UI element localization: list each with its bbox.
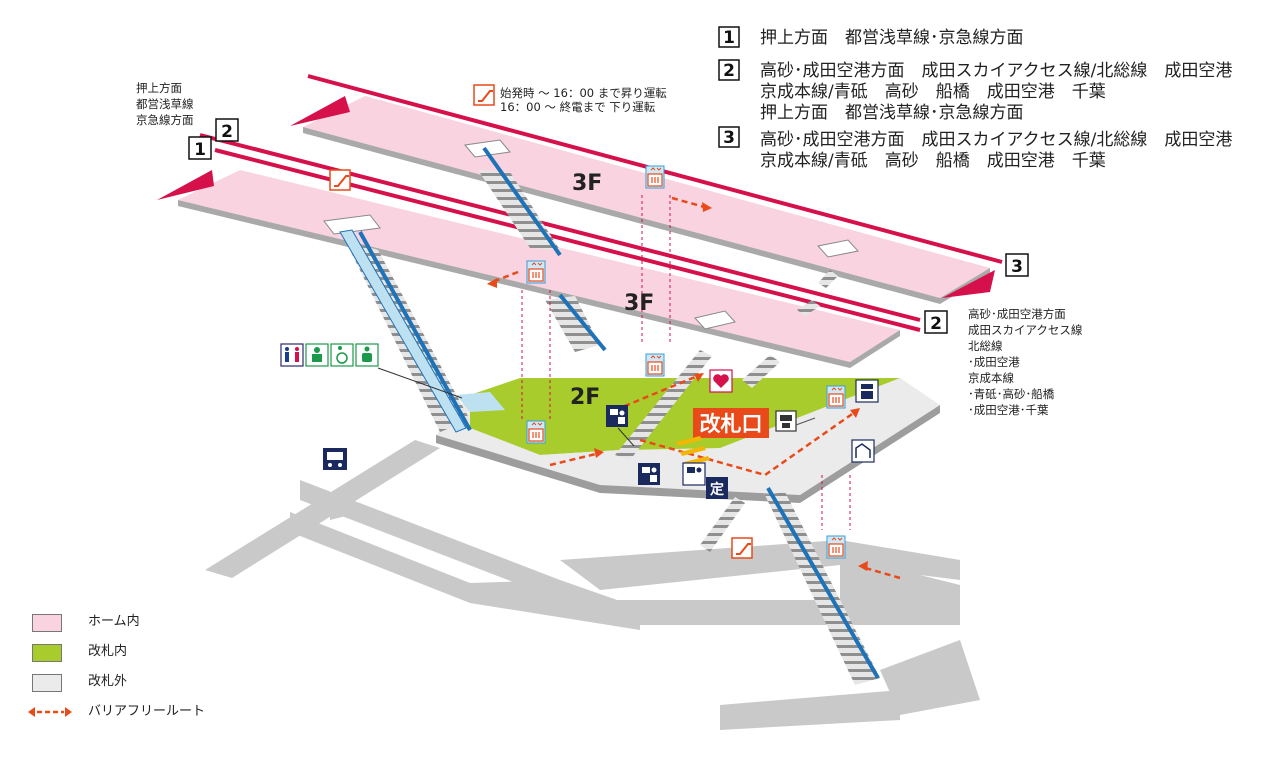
left-direction-note: 押上方面 都営浅草線 京急線方面	[136, 81, 194, 127]
fare-pointer	[617, 427, 635, 447]
direction-arrows	[157, 96, 995, 298]
legend: ホーム内 改札内 改札外 バリアフリールート	[28, 612, 268, 732]
svg-text:･青砥･高砂･船橋: ･青砥･高砂･船橋	[968, 387, 1055, 401]
right-direction-note: 高砂･成田空港方面 成田スカイアクセス線 北総線 ･成田空港 京成本線 ･青砥･…	[968, 307, 1083, 417]
wheelchair-icon	[330, 343, 354, 367]
elevator-shafts	[521, 195, 851, 530]
track-number-1-left: 1	[188, 136, 212, 160]
svg-text:･成田空港･千葉: ･成田空港･千葉	[968, 403, 1049, 417]
ticket-machine-icon	[775, 410, 797, 432]
destination-1: 1	[718, 26, 740, 48]
signboard-icon	[851, 439, 875, 463]
locker-icon	[855, 379, 879, 403]
track-number-2-left: 2	[215, 118, 239, 142]
ticket-machine-pointer	[795, 417, 816, 426]
destination-2-line-3: 押上方面 都営浅草線･京急線方面	[760, 103, 1024, 123]
svg-text:1: 1	[194, 140, 206, 160]
svg-text:京成本線: 京成本線	[968, 371, 1014, 385]
svg-text:2: 2	[723, 61, 735, 81]
svg-text:･成田空港: ･成田空港	[968, 355, 1020, 369]
svg-text:3: 3	[1011, 257, 1023, 277]
baby-icon	[305, 343, 329, 367]
toilet-icon	[280, 343, 304, 367]
svg-text:1: 1	[723, 28, 735, 48]
legend-label: 改札内	[88, 644, 128, 659]
track-number-3-right: 3	[1005, 253, 1029, 277]
legend-swatch-outside-gate	[32, 674, 62, 692]
escalator-icon	[329, 84, 753, 559]
svg-text:3: 3	[723, 128, 735, 148]
route-arrowheads	[487, 202, 868, 571]
toilet-pointer	[377, 367, 463, 399]
svg-text:定: 定	[710, 481, 724, 498]
stairs-street	[700, 486, 880, 685]
svg-text:16：00 ～ 終電まで 下り運転: 16：00 ～ 終電まで 下り運転	[500, 100, 656, 114]
legend-label: ホーム内	[88, 614, 140, 629]
svg-text:押上方面: 押上方面	[136, 81, 182, 95]
svg-text:始発時 ～ 16：00 まで昇り運転: 始発時 ～ 16：00 まで昇り運転	[500, 86, 667, 100]
stairs-left	[339, 229, 472, 433]
legend-swatch-platform	[32, 614, 62, 632]
ground-walkways	[205, 440, 980, 730]
legend-label: 改札外	[88, 674, 128, 689]
destination-2: 2	[718, 59, 740, 81]
concourse-2f	[436, 378, 940, 503]
legend-item-route: バリアフリールート	[28, 702, 268, 732]
destination-3-line-1: 高砂･成田空港方面 成田スカイアクセス線/北総線 成田空港	[760, 130, 1232, 150]
destination-3: 3	[718, 126, 740, 148]
floor-label-concourse: 2F	[570, 385, 600, 410]
ticket-gate-label: 改札口	[700, 412, 763, 436]
svg-text:都営浅草線: 都営浅草線	[136, 97, 194, 111]
aed-icon	[709, 369, 733, 393]
destination-2-line-2: 京成本線/青砥 高砂 船橋 成田空港 千葉	[760, 82, 1106, 102]
legend-item-outside-gate: 改札外	[28, 672, 268, 702]
ostomate-icon	[355, 343, 379, 367]
stairs-upper	[478, 146, 607, 352]
ticket-gate: 改札口	[693, 408, 769, 438]
commuter-pass-icon: 定	[706, 477, 728, 499]
destination-2-line-1: 高砂･成田空港方面 成田スカイアクセス線/北総線 成田空港	[760, 61, 1232, 81]
escalator-schedule-note: 始発時 ～ 16：00 まで昇り運転 16：00 ～ 終電まで 下り運転	[500, 86, 667, 114]
stairs-center	[615, 270, 838, 460]
info-counter-icon	[638, 463, 660, 485]
destination-3-line-2: 京成本線/青砥 高砂 船橋 成田空港 千葉	[760, 151, 1106, 171]
svg-text:2: 2	[930, 314, 942, 334]
fare-adjustment-icon-2	[682, 462, 706, 486]
legend-item-inside-gate: 改札内	[28, 642, 268, 672]
fare-adjustment-icon	[606, 405, 628, 427]
svg-text:2: 2	[221, 122, 233, 142]
legend-swatch-inside-gate	[32, 644, 62, 662]
legend-route-arrow-icon	[28, 707, 72, 717]
svg-text:京急線方面: 京急線方面	[136, 113, 194, 127]
floor-label-upper: 3F	[572, 171, 602, 196]
legend-item-platform: ホーム内	[28, 612, 268, 642]
destination-1-line-1: 押上方面 都営浅草線･京急線方面	[760, 28, 1024, 48]
svg-text:成田スカイアクセス線: 成田スカイアクセス線	[968, 323, 1083, 337]
track-number-2-right: 2	[924, 310, 948, 334]
bus-icon	[323, 448, 347, 470]
svg-text:北総線: 北総線	[968, 339, 1003, 353]
floor-label-lower: 3F	[624, 291, 654, 316]
destination-list: 1 押上方面 都営浅草線･京急線方面 2 高砂･成田空港方面 成田スカイアクセス…	[718, 26, 1232, 171]
legend-label: バリアフリールート	[88, 704, 206, 719]
svg-text:高砂･成田空港方面: 高砂･成田空港方面	[968, 307, 1066, 321]
